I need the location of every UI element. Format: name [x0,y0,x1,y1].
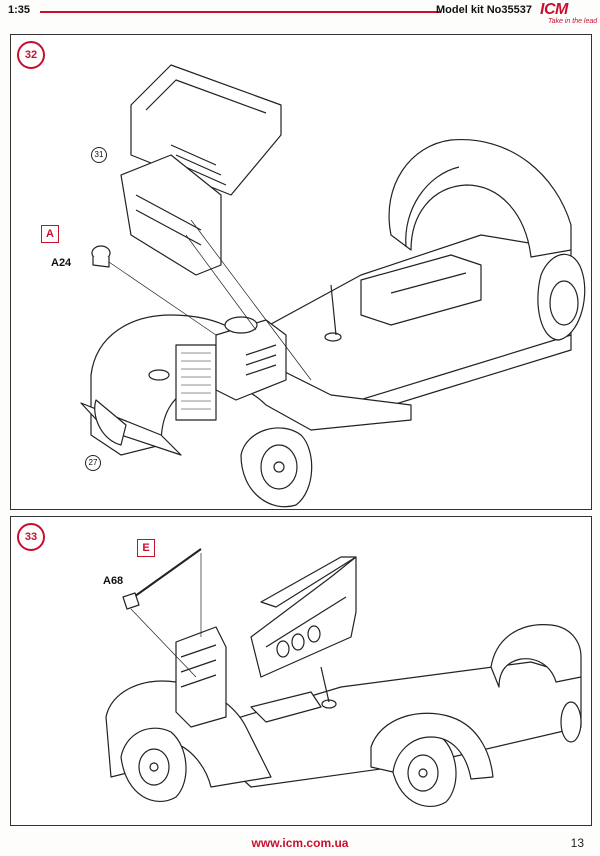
step-33-badge: 33 [17,523,45,551]
step-33-drawing [105,548,582,807]
step-32-panel: 32 31 27 A A24 [10,34,592,510]
part-letter-a: A [41,225,59,243]
header-rule [40,11,440,13]
logo-text: ICM [540,1,568,18]
scale-label: 1:35 [8,4,31,16]
kit-number: Model kit No35537 [436,4,532,16]
page-number: 13 [570,836,584,850]
part-label-a68: A68 [103,575,124,587]
page-header: 1:35 Model kit No35537 ICM Take in the l… [0,0,600,27]
footer-url: www.icm.com.ua [251,836,349,850]
step-32-drawing [80,64,586,508]
callout-27: 27 [85,455,101,471]
callout-31: 31 [91,147,107,163]
part-letter-e: E [137,539,155,557]
part-label-a24: A24 [51,257,72,269]
step-32-badge: 32 [17,41,45,69]
step-33-panel: 33 E A68 [10,516,592,826]
icm-logo: ICM Take in the lead [534,1,598,27]
logo-tagline: Take in the lead [548,18,598,25]
